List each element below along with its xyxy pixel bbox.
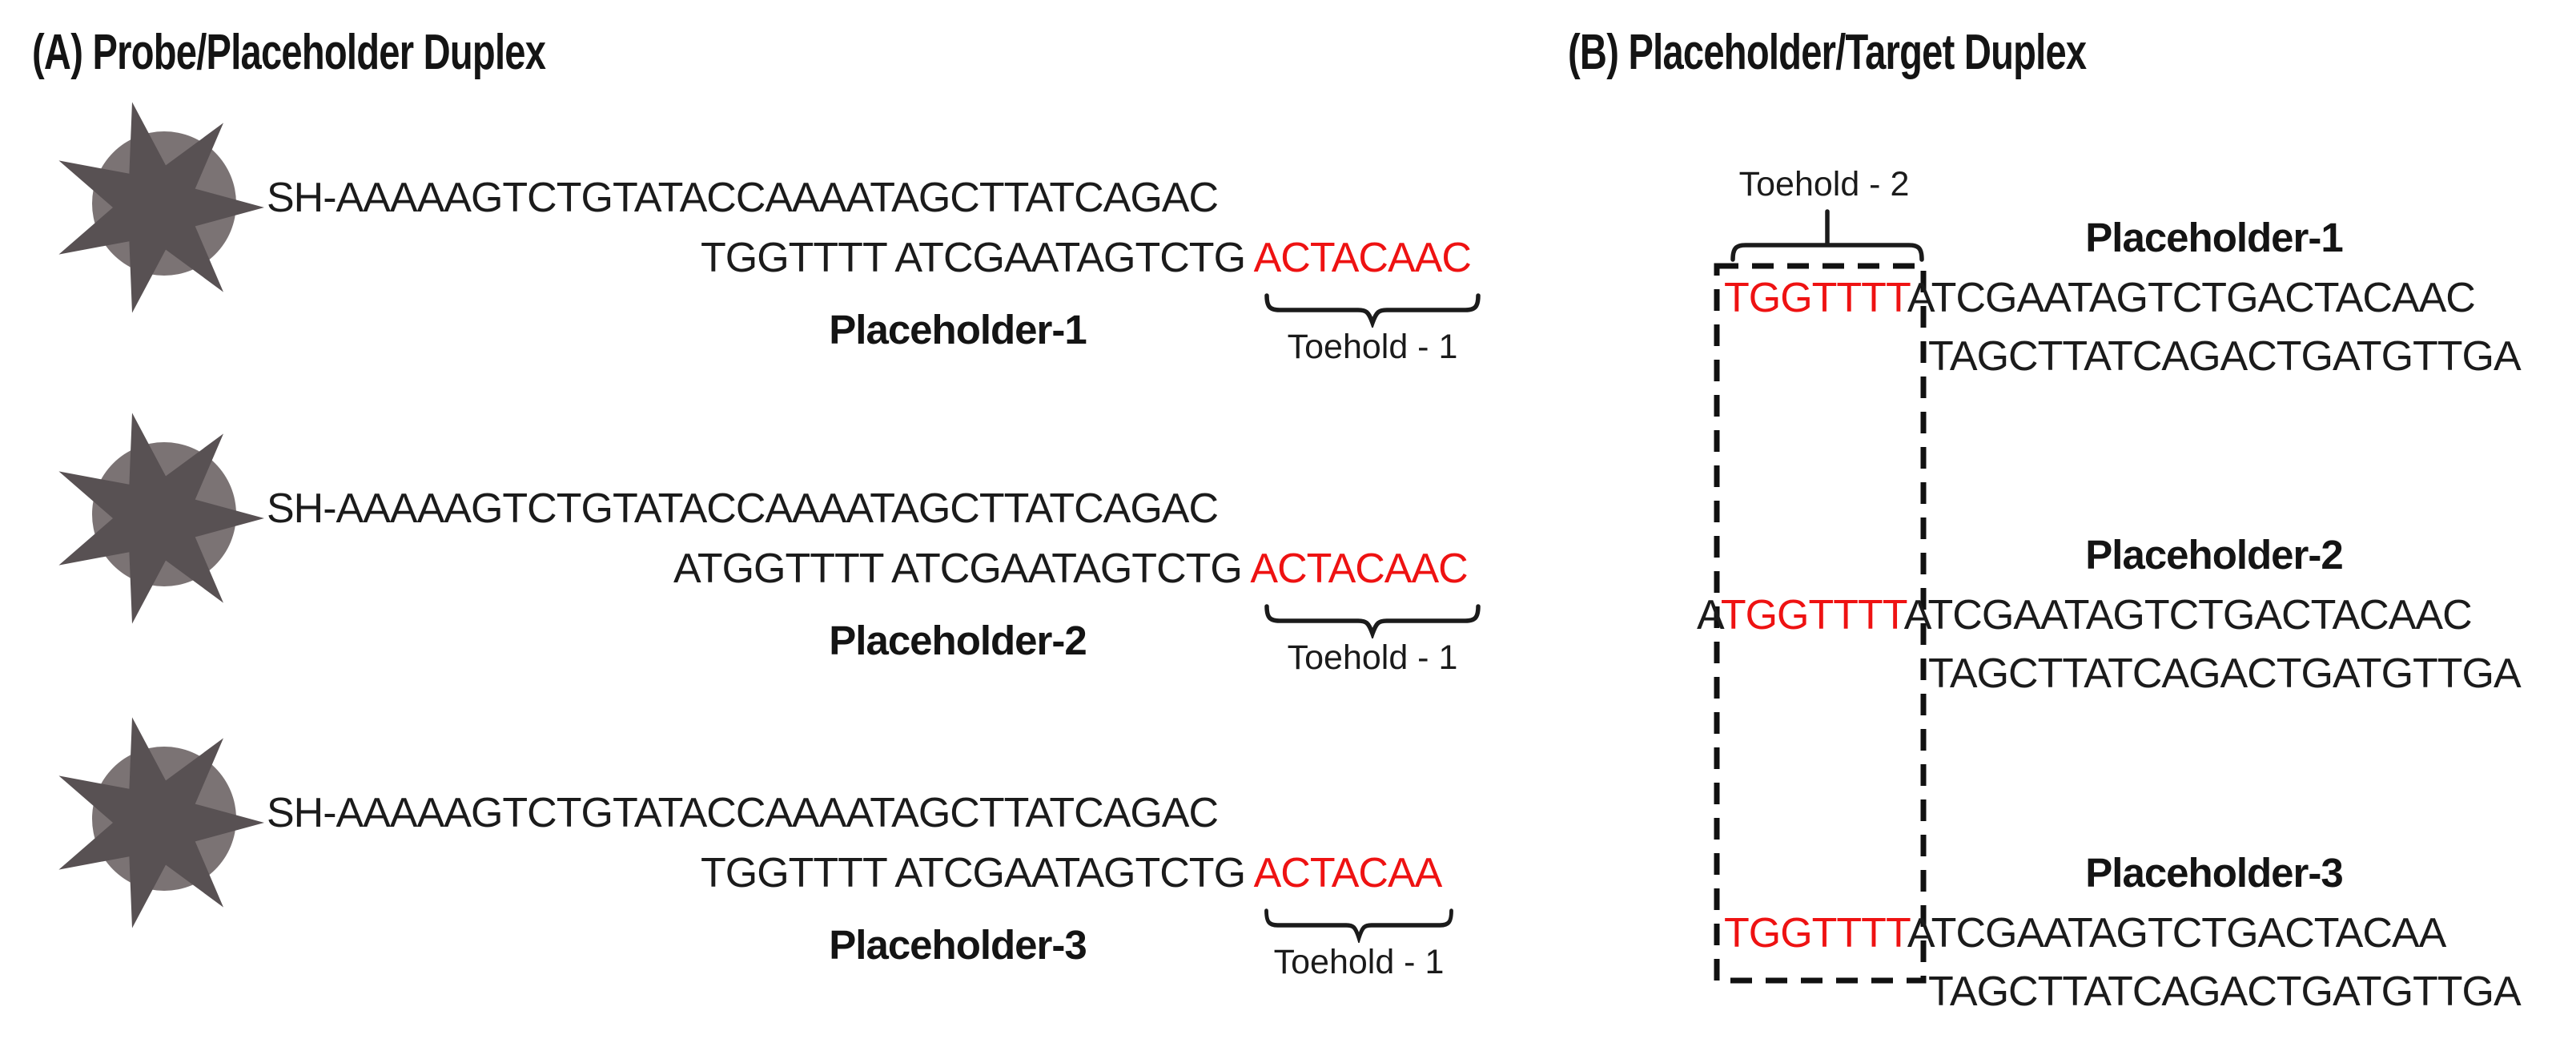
placeholder-sequence-black: ATCGAATAGTCTGACTACAAC [1907, 275, 2476, 321]
placeholder-strand: TGGTTTTATCGAATAGTCTGACTACAAC [1724, 275, 2476, 321]
panel-b-title: (B) Placeholder/Target Duplex [1568, 25, 2087, 80]
placeholder-label: Placeholder-3 [829, 922, 1087, 968]
placeholder-sequence-black: ATCGAATAGTCTGACTACAAC [1903, 592, 2473, 638]
toehold-2-label: Toehold - 2 [1738, 165, 1910, 203]
placeholder-sequence: ATGGTTTT ATCGAATAGTCTG ACTACAAC [673, 546, 1469, 592]
toehold-2-dashed-box [1714, 263, 1927, 984]
star-burst [58, 413, 265, 624]
toehold-1-brace [1264, 908, 1453, 943]
toehold-1-sequence: ACTACAAC [1253, 235, 1472, 281]
probe-sequence: SH-AAAAAGTCTGTATACCAAAATAGCTTATCAGAC [267, 790, 1219, 836]
placeholder-sequence-black: ATCGAATAGTCTGACTACAA [1907, 910, 2446, 956]
toehold-1-label: Toehold - 1 [1287, 638, 1458, 677]
placeholder-label: Placeholder-3 [2085, 850, 2343, 896]
panel-a-title: (A) Probe/Placeholder Duplex [32, 25, 546, 80]
toehold-1-brace [1264, 293, 1481, 328]
toehold-1-sequence: ACTACAAC [1250, 546, 1468, 592]
toehold-1-sequence: ACTACAA [1253, 850, 1443, 896]
placeholder-sequence-black: TGGTTTT ATCGAATAGTCTG [701, 235, 1254, 281]
placeholder-sequence: TGGTTTT ATCGAATAGTCTG ACTACAAC [701, 235, 1472, 281]
placeholder-label: Placeholder-2 [829, 618, 1087, 663]
placeholder-sequence-black: ATGGTTTT ATCGAATAGTCTG [673, 546, 1251, 592]
star-burst [58, 717, 265, 928]
nanoparticle-star-icon [58, 413, 265, 624]
toehold-1-brace [1264, 604, 1481, 638]
placeholder-strand: ATGGTTTTATCGAATAGTCTGACTACAAC [1697, 592, 2473, 638]
toehold-2-sequence: TGGTTTT [1720, 592, 1905, 638]
placeholder-label: Placeholder-2 [2085, 532, 2343, 578]
target-sequence: TAGCTTATCAGACTGATGTTGA [1928, 650, 2522, 697]
placeholder-target-duplex-1: Placeholder-1 TGGTTTTATCGAATAGTCTGACTACA… [1682, 215, 2576, 594]
probe-sequence: SH-AAAAAGTCTGTATACCAAAATAGCTTATCAGAC [267, 485, 1219, 532]
probe-sequence: SH-AAAAAGTCTGTATACCAAAATAGCTTATCAGAC [267, 175, 1219, 221]
target-sequence: TAGCTTATCAGACTGATGTTGA [1928, 333, 2522, 380]
probe-placeholder-duplex-2: SH-AAAAAGTCTGTATACCAAAATAGCTTATCAGAC ATG… [0, 413, 1569, 800]
probe-placeholder-duplex-3: SH-AAAAAGTCTGTATACCAAAATAGCTTATCAGAC TGG… [0, 717, 1569, 1047]
placeholder-sequence: TGGTTTT ATCGAATAGTCTG ACTACAA [701, 850, 1443, 896]
toehold-2-sequence: TGGTTTT [1724, 275, 1908, 321]
placeholder-strand: TGGTTTTATCGAATAGTCTGACTACAA [1724, 910, 2446, 956]
placeholder-target-duplex-3: Placeholder-3 TGGTTTTATCGAATAGTCTGACTACA… [1682, 850, 2576, 1047]
toehold-1-label: Toehold - 1 [1287, 328, 1458, 366]
nanoparticle-star-icon [58, 717, 265, 928]
nanoparticle-star-icon [58, 102, 265, 313]
target-sequence: TAGCTTATCAGACTGATGTTGA [1928, 968, 2522, 1015]
toehold-2-brace [1730, 209, 1924, 262]
placeholder-target-duplex-2: Placeholder-2 ATGGTTTTATCGAATAGTCTGACTAC… [1682, 532, 2576, 911]
placeholder-prefix: A [1697, 592, 1722, 638]
toehold-2-sequence: TGGTTTT [1724, 910, 1908, 956]
placeholder-label: Placeholder-1 [2085, 215, 2343, 260]
toehold-1-label: Toehold - 1 [1273, 943, 1445, 981]
placeholder-label: Placeholder-1 [829, 307, 1087, 352]
star-burst [58, 102, 265, 313]
probe-placeholder-duplex-1: SH-AAAAAGTCTGTATACCAAAATAGCTTATCAGAC TGG… [0, 102, 1569, 489]
placeholder-sequence-black: TGGTTTT ATCGAATAGTCTG [701, 850, 1254, 896]
